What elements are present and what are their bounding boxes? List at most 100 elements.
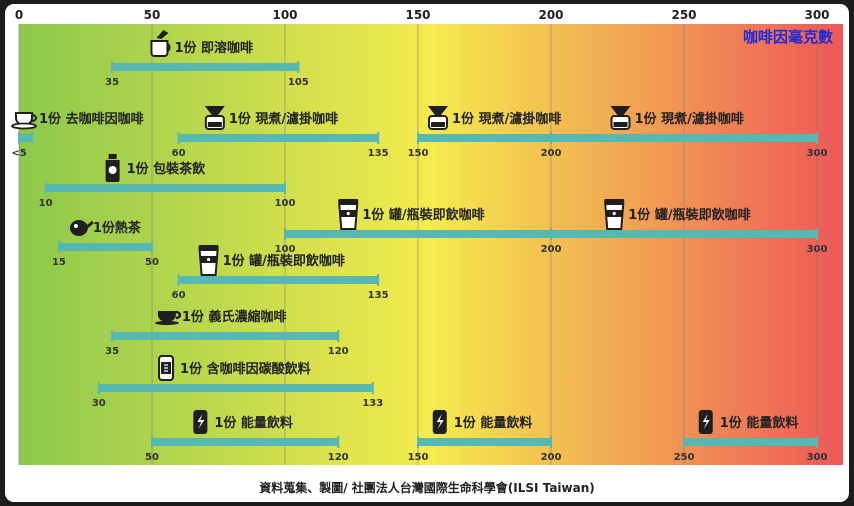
range-bar-cap bbox=[550, 228, 552, 240]
range-min-label: 50 bbox=[145, 452, 159, 463]
range-bar-cap bbox=[284, 182, 286, 194]
range-bar-cap bbox=[816, 436, 818, 448]
range-max-label: 120 bbox=[328, 452, 349, 463]
range-bar-cap bbox=[31, 132, 34, 144]
range-max-label: 300 bbox=[807, 452, 828, 463]
energy-drink-icon bbox=[432, 410, 447, 434]
x-tick-label: 150 bbox=[405, 8, 430, 22]
range-bar-cap bbox=[97, 382, 100, 394]
range-bar-cap bbox=[44, 182, 47, 194]
range-bar-cap bbox=[417, 132, 419, 144]
range-item: 35 105 1份 即溶咖啡 bbox=[105, 30, 309, 88]
range-min-label: 15 bbox=[52, 257, 66, 268]
range-label: 1份 現煮/濾掛咖啡 bbox=[229, 111, 338, 127]
range-max-label: 105 bbox=[288, 77, 309, 88]
x-tick-label: 0 bbox=[15, 8, 23, 22]
range-label: 1份 能量飲料 bbox=[454, 415, 533, 431]
range-label: 1份 即溶咖啡 bbox=[174, 40, 253, 56]
range-max-label: 200 bbox=[541, 244, 562, 255]
tea-bottle-icon bbox=[105, 154, 120, 182]
coffee-cup-icon bbox=[11, 112, 37, 130]
range-bar bbox=[551, 134, 817, 142]
range-item: 150 200 1份 現煮/濾掛咖啡 bbox=[408, 106, 562, 159]
range-bar bbox=[19, 134, 33, 142]
range-min-label: 150 bbox=[408, 452, 429, 463]
energy-drink-icon bbox=[698, 410, 713, 434]
range-label: 1份 含咖啡因碳酸飲料 bbox=[180, 361, 311, 377]
range-label: 1份 罐/瓶裝即飲咖啡 bbox=[628, 207, 750, 223]
range-bar bbox=[418, 438, 551, 446]
range-bar bbox=[112, 332, 339, 340]
range-bar bbox=[684, 438, 817, 446]
espresso-cup-icon bbox=[154, 310, 182, 325]
range-bar bbox=[285, 230, 551, 238]
range-bar bbox=[178, 276, 379, 284]
range-bar bbox=[418, 134, 551, 142]
range-min-label: 60 bbox=[172, 290, 186, 301]
x-tick-label: 50 bbox=[144, 8, 161, 22]
range-min-label: 10 bbox=[39, 198, 53, 209]
range-max-label: 135 bbox=[368, 148, 389, 159]
range-max-label: 120 bbox=[328, 346, 349, 357]
range-bar-cap bbox=[111, 330, 114, 342]
range-max-label: 100 bbox=[275, 198, 296, 209]
range-bar-cap bbox=[550, 436, 552, 448]
teapot-icon bbox=[69, 220, 94, 236]
source-caption: 資料蒐集、製圖/ 社團法人台灣國際生命科學會(ILSI Taiwan) bbox=[259, 480, 595, 495]
range-bar bbox=[58, 243, 152, 251]
range-min-label: 100 bbox=[275, 244, 296, 255]
range-min-label: 35 bbox=[105, 77, 119, 88]
x-tick-label: 300 bbox=[804, 8, 829, 22]
range-item: 300 1份 罐/瓶裝即飲咖啡 bbox=[550, 199, 827, 255]
caffeine-range-chart: 0 50 100 150 200 250 300 35 105 1份 即溶咖啡 <5 1份 去咖啡因… bbox=[11, 8, 843, 495]
range-label: 1份 去咖啡因咖啡 bbox=[39, 111, 144, 127]
range-max-label: 200 bbox=[541, 148, 562, 159]
x-tick-label: 250 bbox=[671, 8, 696, 22]
range-bar-cap bbox=[816, 228, 818, 240]
range-bar-cap bbox=[683, 436, 685, 448]
range-label: 1份 義氏濃縮咖啡 bbox=[182, 309, 287, 325]
range-min-label: <5 bbox=[11, 148, 26, 159]
range-bar bbox=[551, 230, 817, 238]
soda-can-icon bbox=[158, 355, 175, 381]
range-item: <5 1份 去咖啡因咖啡 bbox=[11, 111, 144, 159]
instant-coffee-icon bbox=[150, 30, 171, 57]
range-max-label: 135 bbox=[368, 290, 389, 301]
range-bar bbox=[45, 184, 285, 192]
range-min-label: 150 bbox=[408, 148, 429, 159]
range-max-label: 300 bbox=[807, 244, 828, 255]
range-bar-cap bbox=[177, 274, 180, 286]
range-max-label: 50 bbox=[145, 257, 159, 268]
range-bar-cap bbox=[18, 132, 20, 144]
range-bar-cap bbox=[57, 241, 60, 253]
range-bar-cap bbox=[177, 132, 180, 144]
range-bar-cap bbox=[417, 436, 419, 448]
range-bar-cap bbox=[297, 61, 300, 73]
range-label: 1份 現煮/濾掛咖啡 bbox=[452, 111, 561, 127]
takeaway-cup-icon bbox=[604, 199, 625, 230]
range-bar-cap bbox=[151, 241, 153, 253]
x-axis-ticks: 0 50 100 150 200 250 300 bbox=[15, 8, 830, 22]
range-bar bbox=[98, 384, 373, 392]
energy-drink-icon bbox=[193, 410, 208, 434]
drip-coffee-icon bbox=[428, 106, 448, 130]
takeaway-cup-icon bbox=[198, 245, 219, 276]
x-tick-label: 200 bbox=[538, 8, 563, 22]
range-bar-cap bbox=[550, 132, 552, 144]
range-label: 1份 罐/瓶裝即飲咖啡 bbox=[362, 207, 484, 223]
range-bar bbox=[112, 63, 299, 71]
range-bar-cap bbox=[377, 274, 380, 286]
takeaway-cup-icon bbox=[338, 199, 359, 230]
range-bar-cap bbox=[111, 61, 114, 73]
x-tick-label: 100 bbox=[272, 8, 297, 22]
range-bar-cap bbox=[377, 132, 380, 144]
range-bar-cap bbox=[816, 132, 818, 144]
